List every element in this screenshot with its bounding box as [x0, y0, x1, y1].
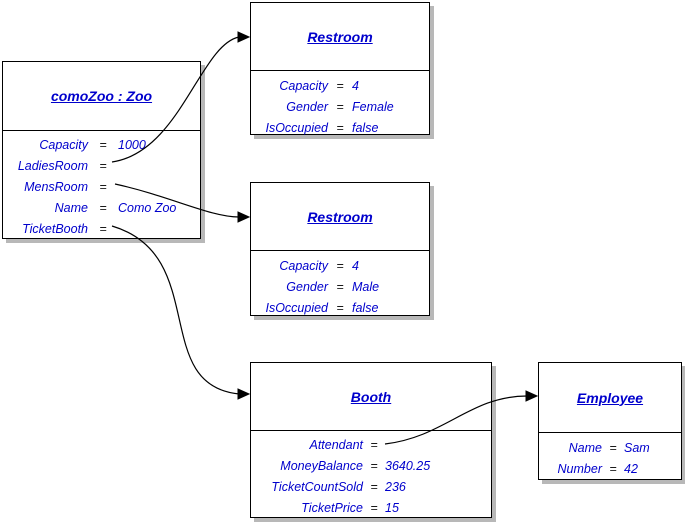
connector-mensroom-to-restroom-male[interactable]: [114, 183, 240, 218]
attribute-row-isoccupied: IsOccupied = false: [251, 297, 429, 318]
connector-ladiesroom-to-restroom-female[interactable]: [111, 36, 240, 163]
attribute-value: 236: [385, 479, 406, 494]
attribute-row-name: Name = Sam: [539, 437, 681, 458]
equals-sign: =: [99, 200, 107, 215]
equals-sign: =: [370, 437, 378, 452]
object-title: Employee: [576, 389, 644, 406]
arrowhead-icon: [237, 388, 251, 400]
attribute-name: IsOccupied: [265, 300, 328, 315]
attribute-name: MoneyBalance: [280, 458, 363, 473]
arrowhead-icon: [237, 31, 251, 43]
object-title-compartment: Employee: [539, 363, 681, 433]
object-attributes-compartment: Capacity = 4 Gender = Male IsOccupied = …: [251, 251, 429, 318]
object-node-booth[interactable]: Booth Attendant = MoneyBalance = 3640.25…: [250, 362, 492, 518]
attribute-name: Attendant: [309, 437, 363, 452]
object-title-compartment: Restroom: [251, 3, 429, 71]
equals-sign: =: [370, 458, 378, 473]
equals-sign: =: [336, 78, 344, 93]
attribute-name: TicketPrice: [301, 500, 363, 515]
object-title-compartment: Restroom: [251, 183, 429, 251]
equals-sign: =: [99, 221, 107, 236]
object-node-restroom-female[interactable]: Restroom Capacity = 4 Gender = Female Is…: [250, 2, 430, 135]
attribute-row-ticketbooth: TicketBooth =: [3, 218, 200, 239]
object-title: Restroom: [307, 208, 373, 225]
attribute-name: Name: [54, 200, 88, 215]
attribute-row-capacity: Capacity = 4: [251, 75, 429, 96]
equals-sign: =: [336, 258, 344, 273]
arrowhead-icon: [237, 211, 251, 223]
equals-sign: =: [336, 99, 344, 114]
attribute-value: 1000: [118, 137, 146, 152]
attribute-name: Capacity: [39, 137, 88, 152]
equals-sign: =: [99, 137, 107, 152]
attribute-name: TicketCountSold: [271, 479, 363, 494]
connector-attendant-to-employee[interactable]: [384, 395, 528, 445]
attribute-value: Sam: [624, 440, 650, 455]
equals-sign: =: [370, 500, 378, 515]
attribute-value: 3640.25: [385, 458, 431, 473]
attribute-name: IsOccupied: [265, 120, 328, 135]
object-node-restroom-male[interactable]: Restroom Capacity = 4 Gender = Male IsOc…: [250, 182, 430, 316]
attribute-row-name: Name = Como Zoo: [3, 197, 200, 218]
attribute-value: 4: [352, 78, 359, 93]
attribute-name: Capacity: [279, 258, 328, 273]
attribute-row-ticketcountsold: TicketCountSold = 236: [251, 476, 491, 497]
attribute-value: false: [352, 300, 379, 315]
object-attributes-compartment: Attendant = MoneyBalance = 3640.25 Ticke…: [251, 431, 491, 518]
arrowhead-icon: [525, 390, 539, 402]
object-attributes-compartment: Capacity = 1000 LadiesRoom = MensRoom = …: [3, 131, 200, 239]
attribute-row-mensroom: MensRoom =: [3, 176, 200, 197]
attribute-name: TicketBooth: [22, 221, 88, 236]
equals-sign: =: [370, 479, 378, 494]
object-title-compartment: comoZoo : Zoo: [3, 62, 200, 131]
attribute-row-capacity: Capacity = 4: [251, 255, 429, 276]
attribute-row-ticketprice: TicketPrice = 15: [251, 497, 491, 518]
attribute-row-number: Number = 42: [539, 458, 681, 479]
attribute-row-gender: Gender = Male: [251, 276, 429, 297]
attribute-value: 4: [352, 258, 359, 273]
attribute-row-gender: Gender = Female: [251, 96, 429, 117]
object-node-employee[interactable]: Employee Name = Sam Number = 42: [538, 362, 682, 480]
attribute-value: Female: [352, 99, 394, 114]
attribute-name: Capacity: [279, 78, 328, 93]
object-node-comozoo[interactable]: comoZoo : Zoo Capacity = 1000 LadiesRoom…: [2, 61, 201, 239]
equals-sign: =: [336, 120, 344, 135]
attribute-name: Number: [557, 461, 602, 476]
attribute-value: 42: [624, 461, 638, 476]
attribute-value: Como Zoo: [118, 200, 177, 215]
attribute-value: false: [352, 120, 379, 135]
equals-sign: =: [609, 440, 617, 455]
equals-sign: =: [609, 461, 617, 476]
equals-sign: =: [99, 158, 107, 173]
attribute-value: 15: [385, 500, 399, 515]
equals-sign: =: [336, 300, 344, 315]
object-title: comoZoo : Zoo: [50, 88, 153, 104]
attribute-row-attendant: Attendant =: [251, 434, 491, 455]
attribute-name: LadiesRoom: [17, 158, 88, 173]
object-attributes-compartment: Capacity = 4 Gender = Female IsOccupied …: [251, 71, 429, 138]
attribute-name: MensRoom: [24, 179, 88, 194]
attribute-name: Name: [568, 440, 602, 455]
object-title: Restroom: [307, 28, 373, 45]
attribute-name: Gender: [286, 99, 328, 114]
attribute-value: Male: [352, 279, 380, 294]
attribute-row-isoccupied: IsOccupied = false: [251, 117, 429, 138]
object-attributes-compartment: Name = Sam Number = 42: [539, 433, 681, 479]
object-title-compartment: Booth: [251, 363, 491, 431]
equals-sign: =: [99, 179, 107, 194]
object-title: Booth: [350, 388, 392, 405]
attribute-row-capacity: Capacity = 1000: [3, 134, 200, 155]
attribute-row-moneybalance: MoneyBalance = 3640.25: [251, 455, 491, 476]
attribute-name: Gender: [286, 279, 328, 294]
equals-sign: =: [336, 279, 344, 294]
connector-ticketbooth-to-booth[interactable]: [111, 225, 240, 395]
attribute-row-ladiesroom: LadiesRoom =: [3, 155, 200, 176]
